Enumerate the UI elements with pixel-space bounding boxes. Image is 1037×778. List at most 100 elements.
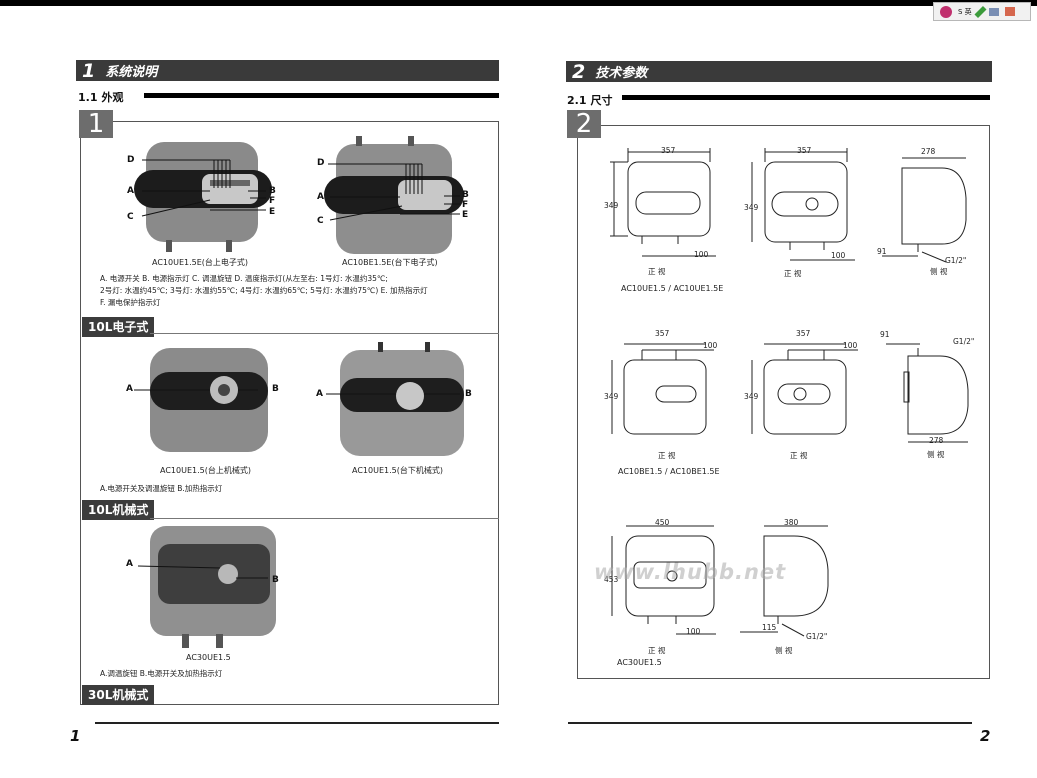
callout-e: E bbox=[269, 207, 276, 217]
caption-ac10ue15-bottom: AC10UE1.5(台下机械式) bbox=[352, 466, 443, 475]
drawing-row2-front-b bbox=[751, 343, 858, 435]
callout-b: B bbox=[269, 186, 276, 196]
dim-r2-d2: 100 bbox=[843, 341, 858, 350]
subsection-header: 1.1 外观 bbox=[78, 89, 124, 105]
note-icon[interactable] bbox=[1004, 7, 1015, 16]
section-number-2: 2 bbox=[572, 60, 586, 83]
view-r1-front-b: 正 视 bbox=[784, 269, 802, 278]
dim-r1-w3: 278 bbox=[921, 147, 936, 156]
dim-r2-w2: 357 bbox=[796, 329, 811, 338]
drawing-row3-front bbox=[611, 525, 716, 635]
dim-r2-side-off: 91 bbox=[880, 330, 890, 339]
callout-a-5: A bbox=[126, 559, 133, 569]
dim-r3-w2: 380 bbox=[784, 518, 799, 527]
legend-row3: A.调温旋钮 B.电源开关及加热指示灯 bbox=[100, 669, 223, 678]
callout-b-4: B bbox=[465, 389, 472, 399]
dimensions-frame bbox=[577, 125, 990, 679]
callout-c-2: C bbox=[317, 216, 324, 226]
heater-illustration-row2 bbox=[134, 342, 464, 456]
dim-r2-pipe: G1/2" bbox=[953, 337, 975, 346]
callout-b-5: B bbox=[272, 575, 279, 585]
section-title-2: 技术参数 bbox=[595, 66, 648, 81]
view-r3-side: 侧 视 bbox=[775, 646, 793, 655]
bookmark-icon[interactable] bbox=[988, 7, 999, 16]
drawing-row1-front-a bbox=[610, 148, 716, 257]
models-row3: AC30UE1.5 bbox=[617, 658, 662, 667]
heater-illustration-row1 bbox=[134, 136, 464, 254]
category-10l-mechanical: 10L机械式 bbox=[82, 500, 155, 520]
view-r1-front-a: 正 视 bbox=[648, 267, 666, 276]
figure-number-box-2: 2 bbox=[567, 109, 601, 139]
callout-a-2: A bbox=[317, 192, 324, 202]
dim-r1-d1: 100 bbox=[694, 250, 709, 259]
dim-r2-w1: 357 bbox=[655, 329, 670, 338]
footer-rule-left bbox=[95, 722, 499, 724]
drawing-row3-side bbox=[740, 525, 829, 637]
pin-icon[interactable] bbox=[940, 5, 952, 18]
dim-r1-pipe: G1/2" bbox=[945, 256, 967, 265]
view-r2-side: 侧 视 bbox=[927, 450, 945, 459]
dim-r3-d1: 100 bbox=[686, 627, 701, 636]
subsection-title-2: 尺寸 bbox=[590, 94, 613, 107]
callout-c: C bbox=[127, 212, 134, 222]
view-r3-front: 正 视 bbox=[648, 646, 666, 655]
dim-r2-h1: 349 bbox=[604, 392, 619, 401]
callout-e-2: E bbox=[462, 210, 469, 220]
dim-r1-side-off: 91 bbox=[877, 247, 887, 256]
page-number-right: 2 bbox=[980, 727, 991, 745]
toolbar-text[interactable]: S 英 bbox=[958, 7, 972, 16]
caption-ac10ue15e: AC10UE1.5E(台上电子式) bbox=[152, 258, 249, 267]
divider-2 bbox=[150, 518, 499, 519]
pen-icon[interactable] bbox=[974, 5, 987, 18]
heater-ac10ue15-top bbox=[134, 348, 268, 452]
appearance-frame bbox=[80, 121, 499, 705]
callout-d-2: D bbox=[317, 158, 325, 168]
caption-ac30ue15: AC30UE1.5 bbox=[186, 653, 231, 662]
section-header-1: 1 系统说明 bbox=[76, 60, 499, 82]
drawing-row2-side bbox=[886, 343, 969, 443]
dim-r2-d1: 100 bbox=[703, 341, 718, 350]
subsection-rule-2 bbox=[622, 95, 990, 100]
legend-row1-line1: A. 电源开关 B. 电源指示灯 C. 调温旋钮 D. 温度指示灯(从左至右: … bbox=[100, 274, 388, 283]
view-r2-front-b: 正 视 bbox=[790, 451, 808, 460]
callout-f-2: F bbox=[462, 200, 469, 210]
subsection-title: 外观 bbox=[101, 91, 124, 104]
category-10l-electronic: 10L电子式 bbox=[82, 317, 155, 337]
callout-f: F bbox=[269, 196, 276, 206]
drawing-row1-side bbox=[882, 157, 967, 263]
dim-r1-h1: 349 bbox=[604, 201, 619, 210]
dim-r1-h2: 349 bbox=[744, 203, 759, 212]
subsection-rule bbox=[144, 93, 499, 98]
dim-r1-w2: 357 bbox=[797, 146, 812, 155]
callout-a-4: A bbox=[316, 389, 323, 399]
legend-row1-line2: 2号灯: 水温约45℃; 3号灯: 水温约55℃; 4号灯: 水温约65℃; 5… bbox=[100, 286, 428, 295]
category-30l-mechanical: 30L机械式 bbox=[82, 685, 155, 705]
heater-ac10ue15e bbox=[134, 142, 272, 252]
watermark: www.lhubb.net bbox=[594, 560, 787, 584]
models-row2: AC10BE1.5 / AC10BE1.5E bbox=[618, 467, 720, 476]
section-title: 系统说明 bbox=[105, 65, 158, 80]
section-header-2: 2 技术参数 bbox=[566, 60, 992, 83]
callout-a: A bbox=[127, 186, 134, 196]
caption-ac10be15e: AC10BE1.5E(台下电子式) bbox=[342, 258, 438, 267]
dim-r1-w1: 357 bbox=[661, 146, 676, 155]
callout-d: D bbox=[127, 155, 135, 165]
dim-r1-d2: 100 bbox=[831, 251, 846, 260]
callout-b-3: B bbox=[272, 384, 279, 394]
view-r2-front-a: 正 视 bbox=[658, 451, 676, 460]
floating-toolbar: S 英 bbox=[933, 2, 1031, 21]
drawing-row1-front-b bbox=[751, 148, 855, 261]
dim-r3-w1: 450 bbox=[655, 518, 670, 527]
callout-b-2: B bbox=[462, 190, 469, 200]
dim-r3-h1: 453 bbox=[604, 575, 619, 584]
subsection-number: 1.1 bbox=[78, 90, 98, 104]
subsection-number-2: 2.1 bbox=[567, 93, 587, 107]
heater-ac10ue15-bottom bbox=[326, 342, 464, 456]
top-black-bar bbox=[0, 0, 1037, 6]
dimension-drawings bbox=[610, 148, 969, 637]
page-number-left: 1 bbox=[70, 727, 81, 745]
heater-illustration-row3 bbox=[137, 526, 276, 648]
legend-row1-line3: F. 漏电保护指示灯 bbox=[100, 298, 161, 307]
dim-r2-h2: 349 bbox=[744, 392, 759, 401]
heater-ac30ue15 bbox=[137, 526, 276, 648]
